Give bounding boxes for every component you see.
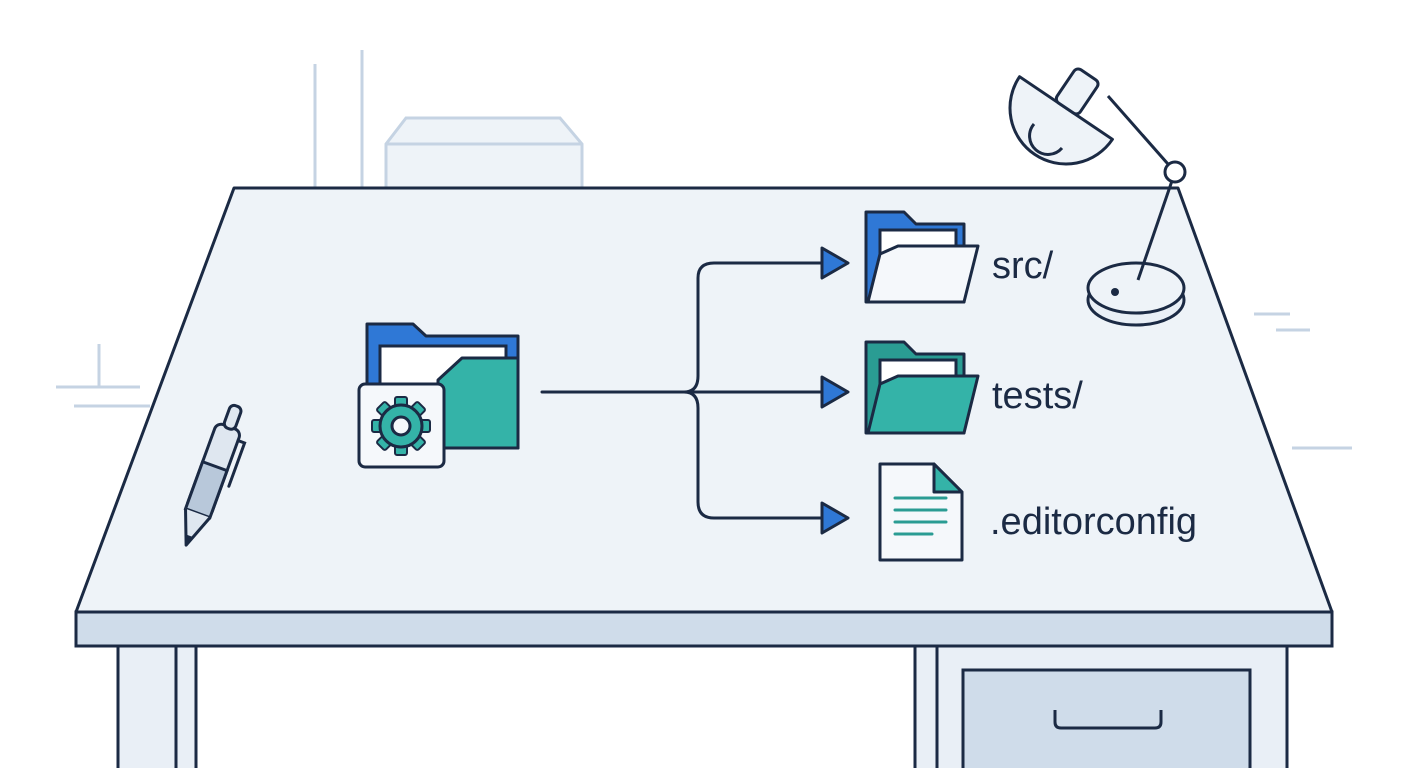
desk-drawer-unit: [913, 644, 1289, 768]
entry-label-src: src/: [992, 245, 1054, 287]
blue-folder-icon: [864, 210, 980, 304]
entry-label-tests: tests/: [992, 375, 1083, 417]
background-decor: [56, 50, 1352, 450]
desk-lamp: [1008, 67, 1187, 327]
background-box: [384, 116, 584, 190]
gear-icon: [357, 382, 446, 469]
arrowheads: [820, 246, 850, 535]
desk-leg-left: [116, 644, 198, 768]
tree-connectors: [540, 261, 824, 520]
pen-icon: [183, 403, 247, 547]
desk-top: [74, 186, 1334, 648]
document-icon: [878, 462, 964, 562]
teal-folder-icon: [864, 340, 980, 435]
entry-label-editorconfig: .editorconfig: [990, 501, 1197, 543]
drawer-handle: [1053, 710, 1163, 730]
